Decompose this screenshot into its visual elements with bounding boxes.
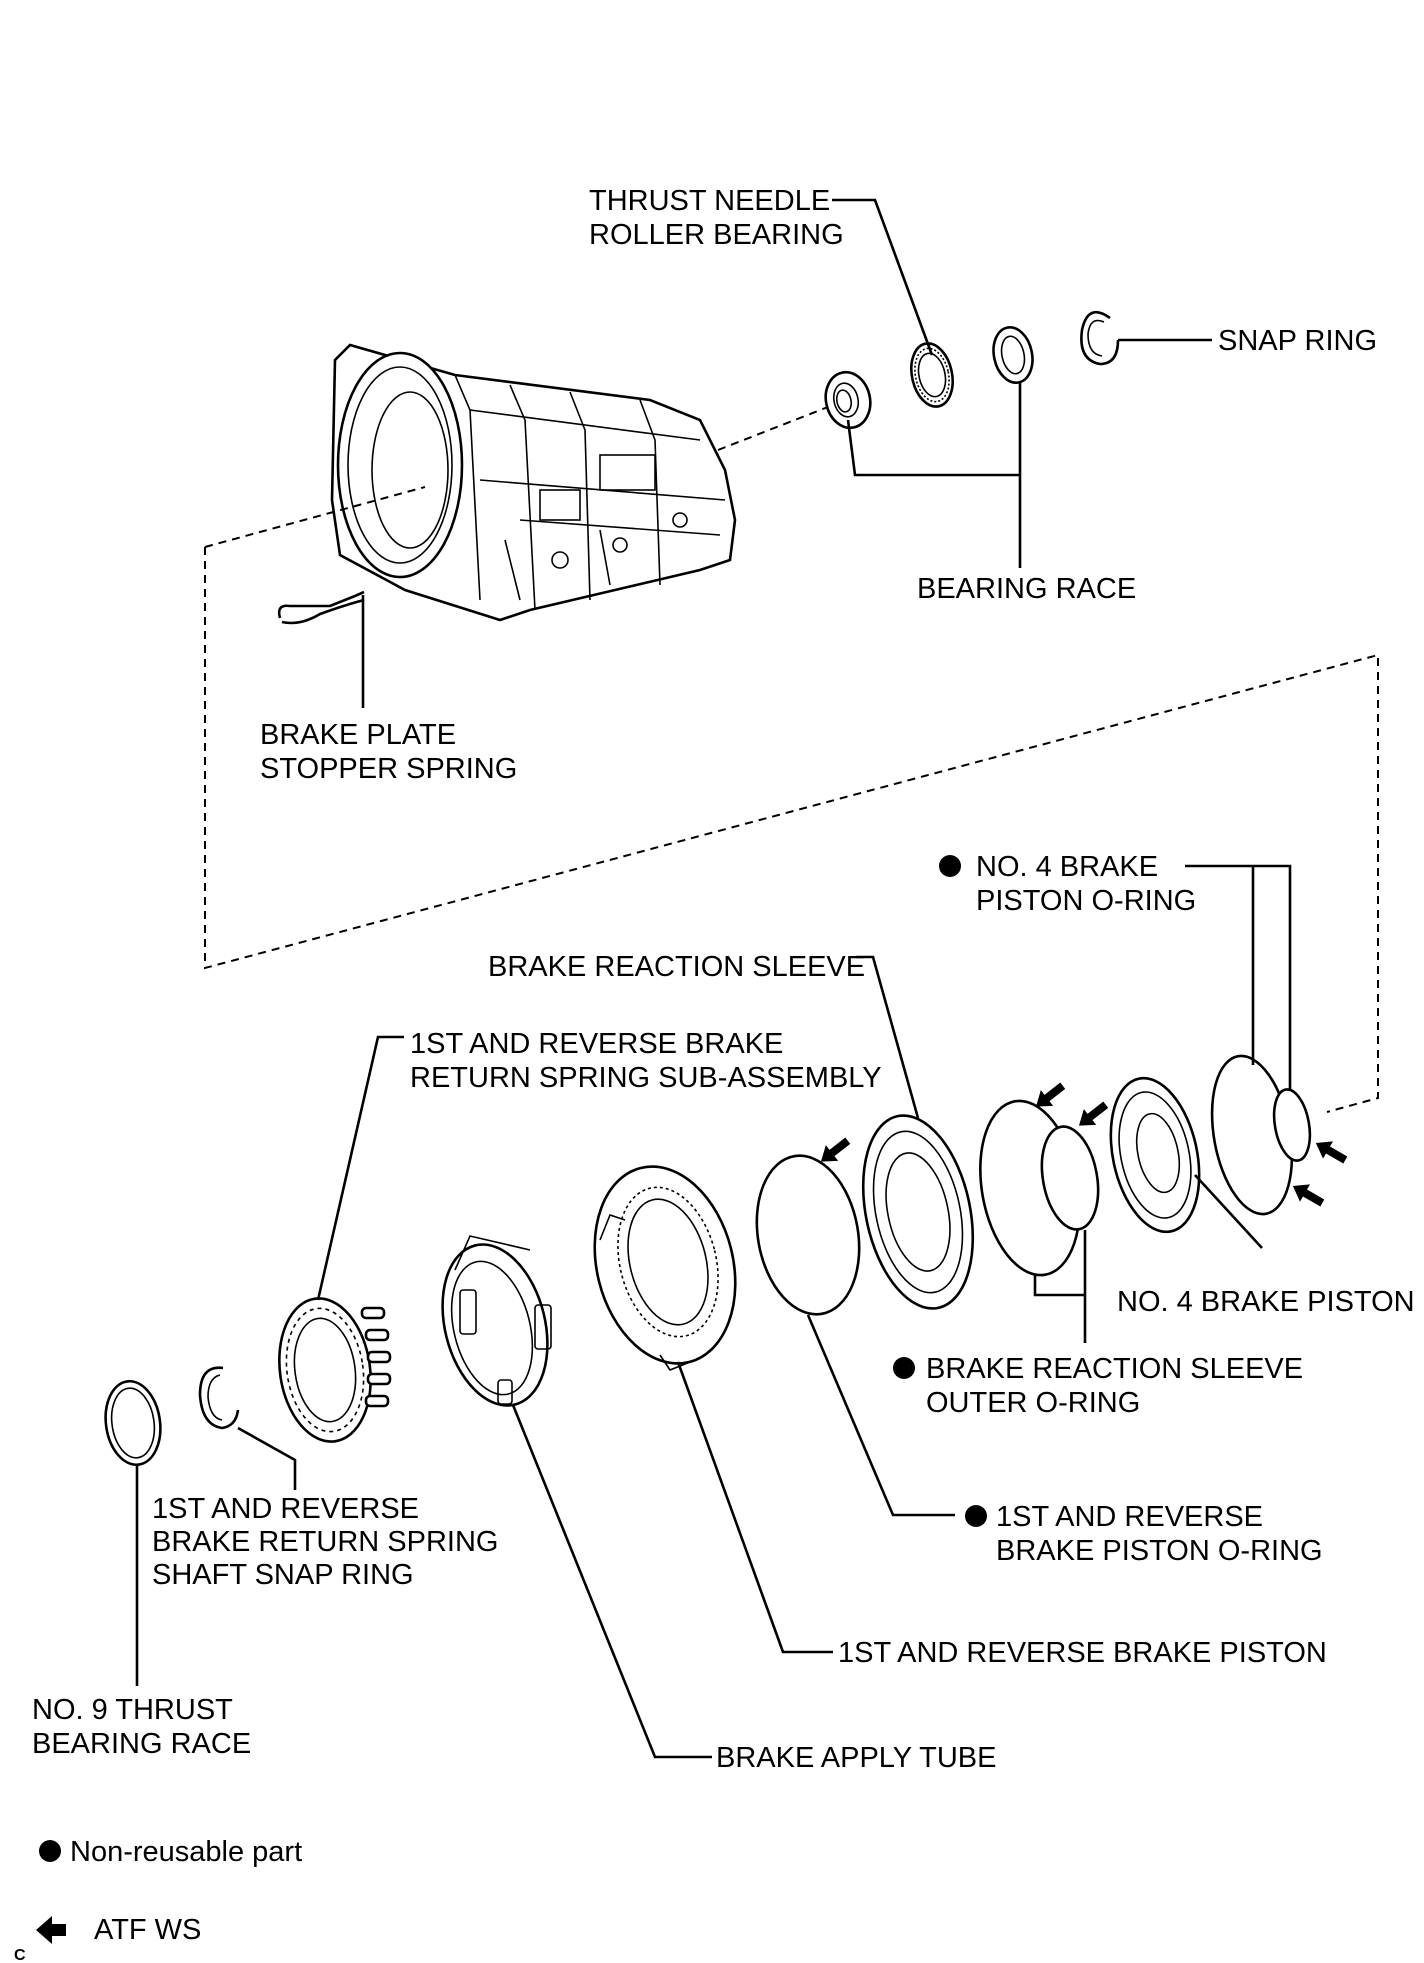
non-reusable-dot [965, 1505, 987, 1527]
legend-non-reusable-text: Non-reusable part [70, 1836, 302, 1868]
no4-brake-piston-oring-part [1210, 1054, 1312, 1216]
brake-piston-part [593, 1165, 737, 1371]
snap-ring-part [1080, 310, 1120, 366]
non-reusable-dot [939, 855, 961, 877]
no9-thrust-bearing-race-part [104, 1379, 162, 1467]
transmission-case [330, 343, 737, 622]
label-brake-reaction-sleeve: BRAKE REACTION SLEEVE [488, 951, 865, 983]
reaction-sleeve-outer-oring-part [979, 1099, 1100, 1277]
legend-non-reusable-dot [39, 1840, 61, 1862]
rear-bearing-race-large [992, 326, 1034, 384]
label-bearing-race: BEARING RACE [917, 573, 1136, 605]
no4-brake-piston-part [1109, 1076, 1201, 1234]
rear-bearing-race-small [824, 370, 872, 430]
brake-reaction-sleeve-part [861, 1114, 975, 1310]
dashed-assembly-lines [204, 406, 1379, 1113]
shaft-snap-ring-part [198, 1366, 240, 1430]
legend-atf-arrow-icon [36, 1916, 66, 1944]
label-snap-ring: SNAP RING [1218, 325, 1377, 357]
legend-atf-text: ATF WS [94, 1914, 201, 1946]
brake-piston-oring-part [755, 1154, 861, 1316]
thrust-needle-roller-bearing-part [910, 342, 954, 408]
non-reusable-markers [893, 855, 987, 1527]
label-brake-piston: 1ST AND REVERSE BRAKE PISTON [838, 1637, 1327, 1669]
brake-apply-tube-part [441, 1235, 552, 1407]
legend: Non-reusable part ATF WS [36, 1836, 302, 1946]
atf-arrows [820, 1082, 1348, 1207]
brake-plate-stopper-spring-part [277, 590, 365, 625]
non-reusable-dot [893, 1357, 915, 1379]
return-spring-sub-assembly-part [278, 1297, 392, 1443]
label-no4-brake-piston: NO. 4 BRAKE PISTON [1117, 1286, 1415, 1318]
leader-lines [135, 198, 1292, 1759]
label-brake-apply-tube: BRAKE APPLY TUBE [716, 1742, 996, 1774]
corner-code: C [14, 1947, 26, 1963]
